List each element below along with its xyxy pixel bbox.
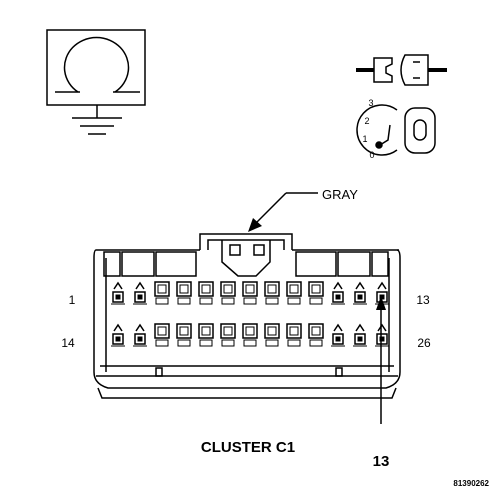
cavity-17 — [176, 323, 192, 347]
figure-id: 81390262 — [453, 479, 489, 488]
cavity-21 — [264, 323, 280, 347]
pin-label-26: 26 — [417, 336, 431, 350]
ground-loop-symbol — [46, 29, 146, 135]
cavity-19 — [220, 323, 236, 347]
cavity-4 — [176, 281, 192, 305]
ignition-switch-icon — [356, 104, 436, 156]
pin-callout-arrow — [376, 296, 386, 424]
cavity-16 — [154, 323, 170, 347]
cavity-22 — [286, 323, 302, 347]
ignition-position-0: 0 — [369, 150, 374, 160]
pin-label-14: 14 — [61, 336, 75, 350]
cavity-24 — [331, 323, 345, 347]
connector-cavities — [111, 281, 389, 347]
cavity-10 — [308, 281, 324, 305]
pin-label-13: 13 — [416, 293, 430, 307]
cavity-5 — [198, 281, 214, 305]
cavity-18 — [198, 323, 214, 347]
pin-callout-number: 13 — [373, 453, 390, 470]
ignition-position-3: 3 — [368, 98, 373, 108]
cavity-15 — [133, 323, 147, 347]
key-icon — [356, 54, 447, 86]
cavity-23 — [308, 323, 324, 347]
cavity-8 — [264, 281, 280, 305]
cavity-20 — [242, 323, 258, 347]
cavity-25 — [353, 323, 367, 347]
connector-body — [93, 233, 401, 399]
cavity-26 — [375, 323, 389, 347]
cavity-14 — [111, 323, 125, 347]
cavity-12 — [353, 281, 367, 305]
ignition-position-1: 1 — [362, 134, 367, 144]
connector-color-label: GRAY — [322, 187, 358, 202]
color-callout-arrow — [248, 192, 318, 232]
ignition-position-2: 2 — [364, 116, 369, 126]
cavity-6 — [220, 281, 236, 305]
cavity-2 — [133, 281, 147, 305]
cavity-1 — [111, 281, 125, 305]
connector-title: CLUSTER C1 — [201, 439, 295, 456]
cavity-3 — [154, 281, 170, 305]
cavity-7 — [242, 281, 258, 305]
pin-label-1: 1 — [69, 293, 76, 307]
cavity-9 — [286, 281, 302, 305]
cavity-11 — [331, 281, 345, 305]
